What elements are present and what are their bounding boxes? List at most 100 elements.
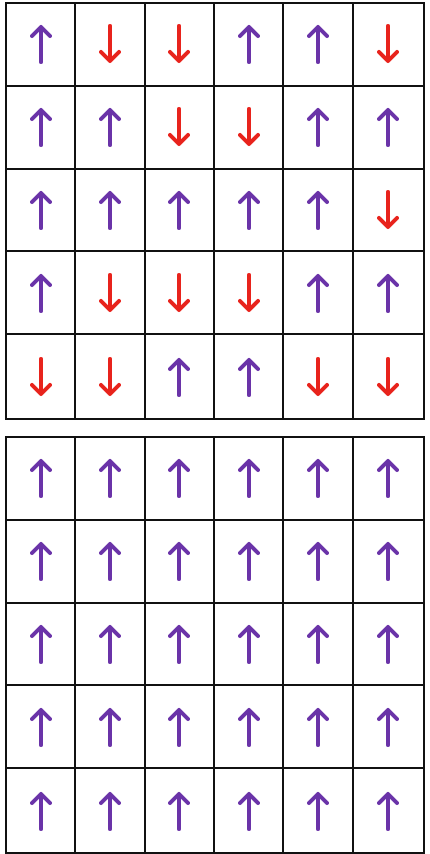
grid-cell <box>284 686 354 770</box>
arrow-up-icon <box>306 25 329 65</box>
grid-cell <box>215 335 285 418</box>
grid-cell <box>284 252 354 336</box>
arrow-up-icon <box>306 459 329 499</box>
arrow-up-icon <box>98 108 121 148</box>
grid-cell <box>145 169 215 253</box>
grid-cell <box>284 769 354 852</box>
arrow-up-icon <box>377 108 400 148</box>
arrow-up-icon <box>168 357 191 397</box>
arrow-up-icon <box>377 707 400 747</box>
grid-cell <box>215 4 285 87</box>
grid-cell <box>76 438 146 521</box>
grid-cell <box>76 252 146 336</box>
arrow-up-icon <box>377 273 400 313</box>
arrow-up-icon <box>237 624 260 664</box>
arrow-up-icon <box>29 190 52 230</box>
arrow-up-icon <box>306 542 329 582</box>
arrow-up-icon <box>306 108 329 148</box>
arrow-up-icon <box>98 791 121 831</box>
arrow-up-icon <box>98 459 121 499</box>
arrow-up-icon <box>237 459 260 499</box>
arrow-up-icon <box>377 624 400 664</box>
arrow-up-icon <box>98 542 121 582</box>
grid-cell <box>7 520 77 604</box>
grid-cell <box>7 169 77 253</box>
arrow-down-icon <box>98 272 121 312</box>
arrow-up-icon <box>29 542 52 582</box>
arrow-up-icon <box>29 791 52 831</box>
arrow-up-icon <box>306 190 329 230</box>
grid-cell <box>7 335 77 418</box>
arrow-up-icon <box>29 707 52 747</box>
arrow-up-icon <box>237 190 260 230</box>
grid-cell <box>353 686 423 770</box>
grid-cell <box>353 4 423 87</box>
arrow-up-icon <box>306 707 329 747</box>
grid-cell <box>215 252 285 336</box>
arrow-up-icon <box>168 190 191 230</box>
arrow-down-icon <box>168 24 191 64</box>
grid-cell <box>284 603 354 687</box>
grid-cell <box>145 438 215 521</box>
grid-cell <box>76 686 146 770</box>
arrow-up-icon <box>29 273 52 313</box>
arrow-down-icon <box>98 24 121 64</box>
arrow-down-icon <box>377 189 400 229</box>
spin-grid-bottom <box>5 436 425 854</box>
arrow-down-icon <box>237 272 260 312</box>
grid-cell <box>284 86 354 170</box>
arrow-up-icon <box>237 791 260 831</box>
grid-cell <box>145 4 215 87</box>
grid-cell <box>215 86 285 170</box>
spin-grid-top <box>5 2 425 420</box>
arrow-down-icon <box>98 356 121 396</box>
arrow-up-icon <box>168 624 191 664</box>
arrow-down-icon <box>377 356 400 396</box>
arrow-up-icon <box>377 791 400 831</box>
grid-cell <box>353 87 423 170</box>
grid-cell <box>7 252 77 336</box>
grid-cell <box>353 604 423 687</box>
grid-cell <box>215 520 285 604</box>
arrow-up-icon <box>29 25 52 65</box>
grid-cell <box>284 169 354 253</box>
arrow-down-icon <box>29 356 52 396</box>
arrow-up-icon <box>237 25 260 65</box>
arrow-up-icon <box>306 273 329 313</box>
grid-cell <box>145 252 215 336</box>
grid-cell <box>7 769 77 852</box>
grid-cell <box>215 686 285 770</box>
arrow-up-icon <box>168 707 191 747</box>
arrow-down-icon <box>377 24 400 64</box>
arrow-down-icon <box>168 107 191 147</box>
grid-cell <box>353 252 423 336</box>
grid-cell <box>353 438 423 521</box>
arrow-up-icon <box>377 542 400 582</box>
arrow-up-icon <box>237 542 260 582</box>
grid-cell <box>7 4 77 87</box>
grid-cell <box>7 603 77 687</box>
arrow-up-icon <box>98 190 121 230</box>
grid-cell <box>353 170 423 253</box>
grid-cell <box>76 4 146 87</box>
grid-cell <box>145 520 215 604</box>
arrow-up-icon <box>306 624 329 664</box>
arrow-up-icon <box>168 791 191 831</box>
grid-cell <box>145 686 215 770</box>
arrow-up-icon <box>29 624 52 664</box>
grid-cell <box>215 603 285 687</box>
grid-cell <box>76 169 146 253</box>
arrow-up-icon <box>168 542 191 582</box>
grid-cell <box>215 438 285 521</box>
grid-cell <box>76 86 146 170</box>
grid-cell <box>145 603 215 687</box>
grid-cell <box>7 686 77 770</box>
grid-cell <box>284 335 354 418</box>
grid-cell <box>284 438 354 521</box>
arrow-up-icon <box>237 707 260 747</box>
grid-cell <box>284 4 354 87</box>
grid-cell <box>76 520 146 604</box>
arrow-up-icon <box>377 459 400 499</box>
grid-cell <box>76 769 146 852</box>
arrow-up-icon <box>29 459 52 499</box>
